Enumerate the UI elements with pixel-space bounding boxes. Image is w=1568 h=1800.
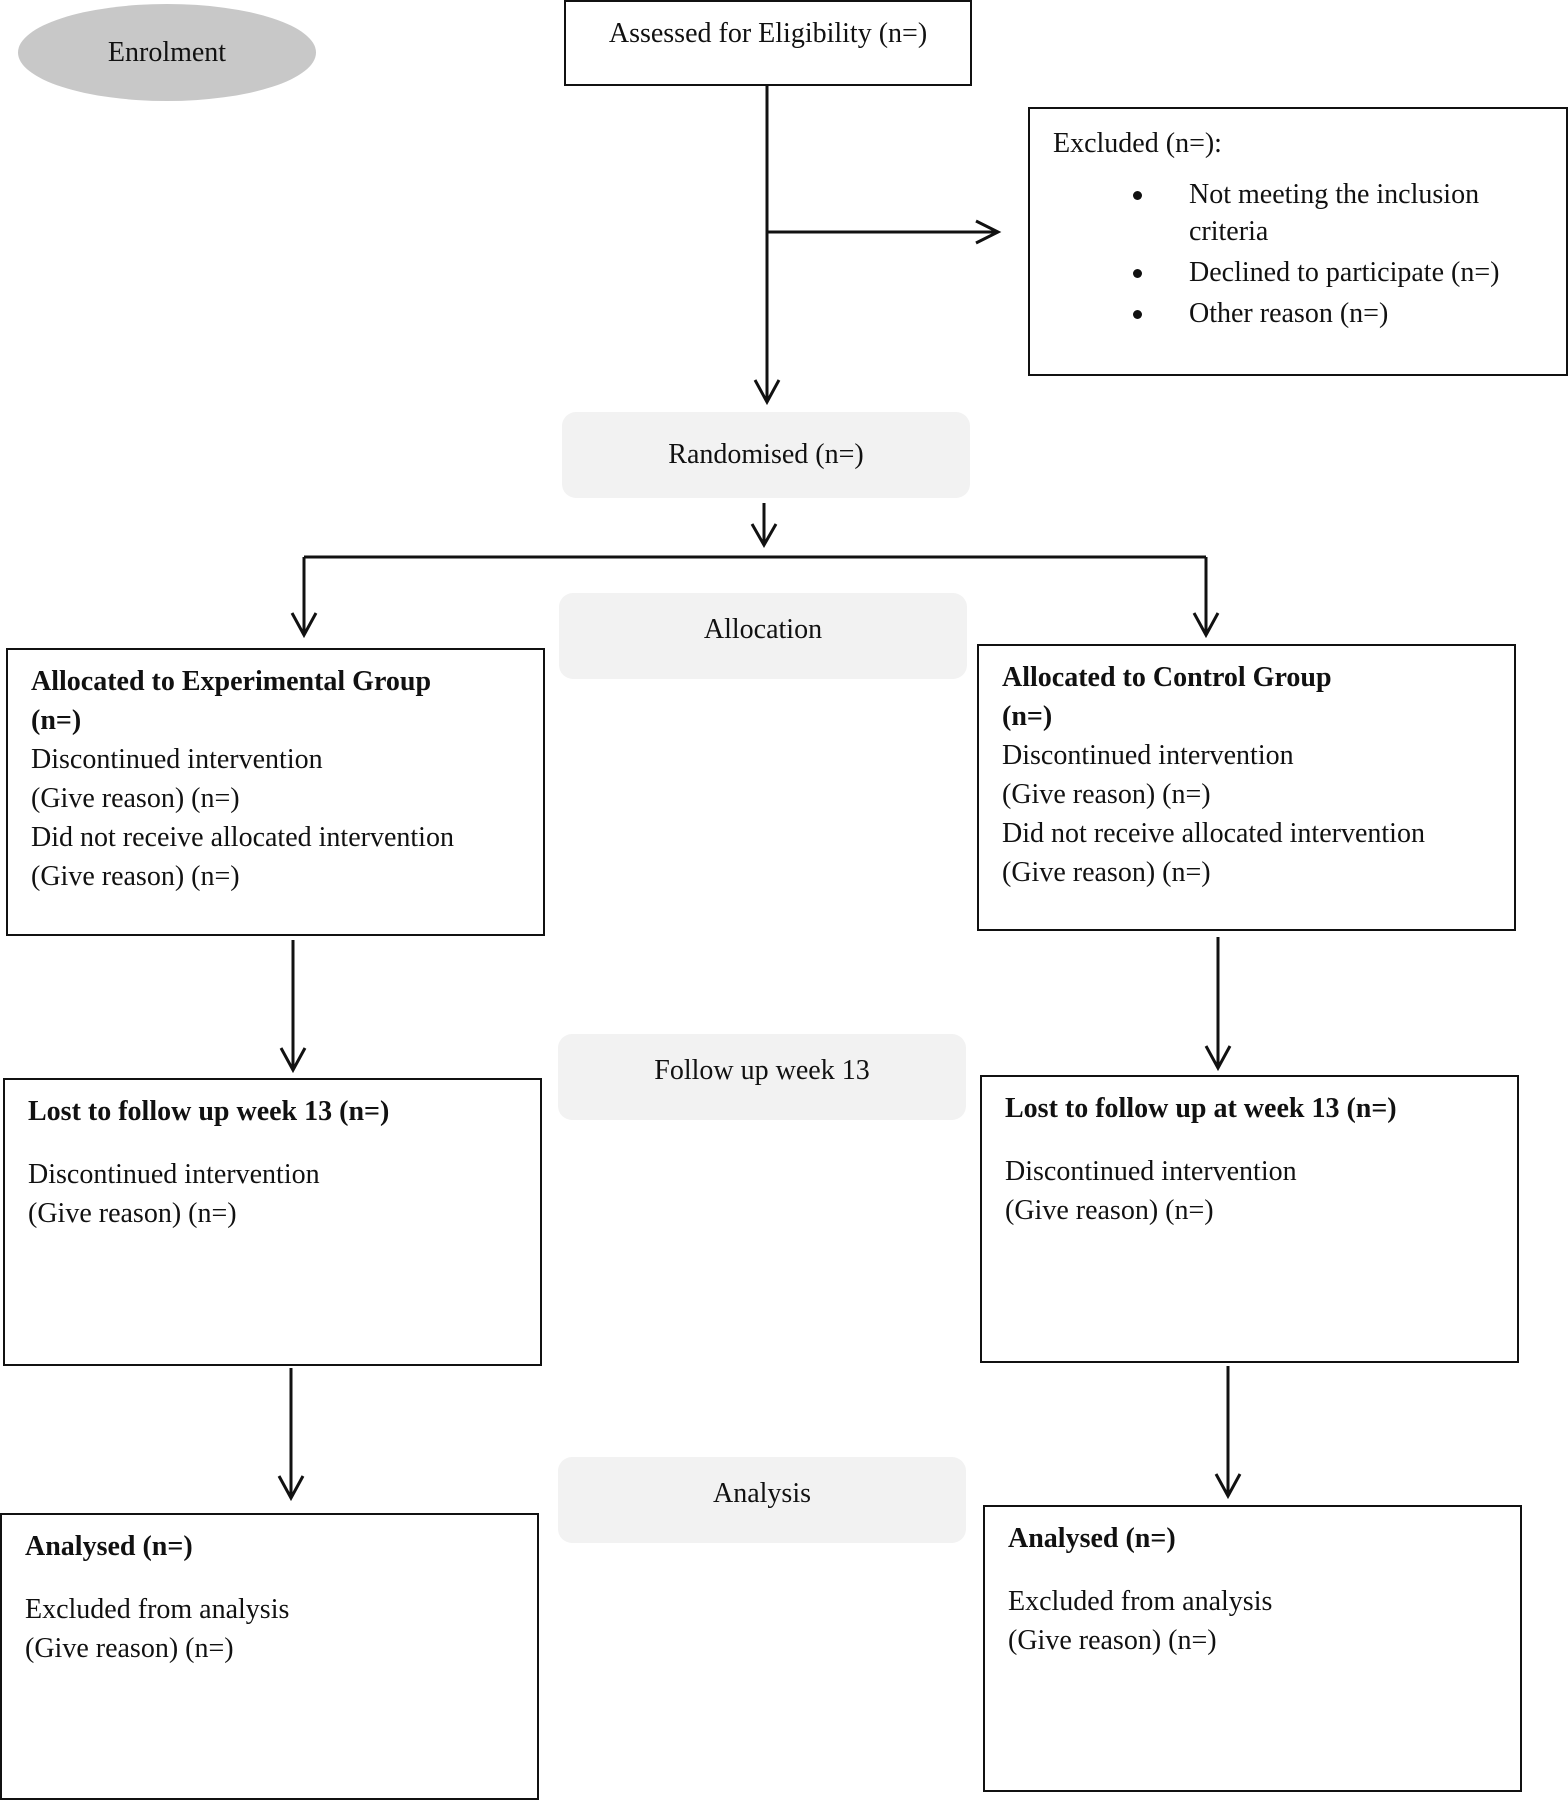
- allocated-experimental-line-3: Did not receive allocated intervention: [31, 822, 454, 853]
- analysed-experimental-box: Analysed (n=) Excluded from analysis (Gi…: [0, 1513, 539, 1800]
- followup-experimental-title: Lost to follow up week 13 (n=): [28, 1096, 390, 1127]
- left-followup-to-analysed-arrowhead: [277, 1475, 305, 1502]
- right-followup-to-analysed-arrowhead: [1214, 1473, 1242, 1500]
- followup-experimental-line-2: (Give reason) (n=): [28, 1198, 237, 1229]
- analysed-control-box: Analysed (n=) Excluded from analysis (Gi…: [983, 1505, 1522, 1792]
- followup-control-line-2: (Give reason) (n=): [1005, 1195, 1214, 1226]
- assessed-to-randomised-arrowhead: [753, 379, 781, 406]
- followup-experimental-line-1: Discontinued intervention: [28, 1159, 320, 1190]
- follow-up-text: Follow up week 13: [654, 1055, 870, 1086]
- bullet-icon: [1133, 191, 1142, 200]
- assessed-for-eligibility-box: Assessed for Eligibility (n=): [564, 0, 972, 86]
- allocation-text: Allocation: [703, 614, 823, 645]
- excluded-reasons-list: Not meeting the inclusion criteria Decli…: [1053, 175, 1566, 333]
- left-allocated-to-followup-arrowhead: [279, 1047, 307, 1074]
- bullet-icon: [1133, 310, 1142, 319]
- followup-control-line-1: Discontinued intervention: [1005, 1156, 1297, 1187]
- allocated-experimental-line-1: Discontinued intervention: [31, 744, 323, 775]
- split-left-arrowhead: [290, 612, 318, 639]
- analysed-control-title: Analysed (n=): [1008, 1523, 1176, 1554]
- allocated-experimental-box: Allocated to Experimental Group (n=) Dis…: [6, 648, 545, 936]
- follow-up-stage-label: Follow up week 13: [558, 1034, 966, 1120]
- allocated-experimental-count: (n=): [31, 705, 82, 736]
- right-allocated-to-followup-arrowhead: [1204, 1045, 1232, 1072]
- randomised-stage-box: Randomised (n=): [562, 412, 970, 498]
- allocated-experimental-line-4: (Give reason) (n=): [31, 861, 240, 892]
- randomised-down-arrowhead: [750, 523, 778, 549]
- allocated-experimental-title: Allocated to Experimental Group: [31, 666, 432, 697]
- enrolment-stage-label: Enrolment: [18, 4, 316, 101]
- allocated-control-line-4: (Give reason) (n=): [1002, 857, 1211, 888]
- randomised-text: Randomised (n=): [668, 439, 864, 470]
- analysed-experimental-line-1: Excluded from analysis: [25, 1594, 290, 1625]
- allocated-control-line-3: Did not receive allocated intervention: [1002, 818, 1425, 849]
- assessed-text: Assessed for Eligibility (n=): [608, 18, 928, 49]
- allocated-experimental-line-2: (Give reason) (n=): [31, 783, 240, 814]
- allocated-control-title: Allocated to Control Group: [1002, 662, 1332, 693]
- excluded-reason-declined: Declined to participate (n=): [1053, 253, 1566, 292]
- excluded-reason-inclusion: Not meeting the inclusion: [1053, 175, 1566, 214]
- analysed-experimental-title: Analysed (n=): [25, 1531, 193, 1562]
- followup-control-title: Lost to follow up at week 13 (n=): [1005, 1093, 1397, 1124]
- excluded-box: Excluded (n=): Not meeting the inclusion…: [1028, 107, 1568, 376]
- excluded-reason-other: Other reason (n=): [1053, 294, 1566, 333]
- analysed-experimental-line-2: (Give reason) (n=): [25, 1633, 234, 1664]
- analysed-control-line-1: Excluded from analysis: [1008, 1586, 1273, 1617]
- analysed-control-line-2: (Give reason) (n=): [1008, 1625, 1217, 1656]
- split-right-arrowhead: [1192, 612, 1220, 639]
- followup-control-box: Lost to follow up at week 13 (n=) Discon…: [980, 1075, 1519, 1363]
- excluded-reason-inclusion-cont: criteria: [1189, 216, 1269, 247]
- enrolment-text: Enrolment: [107, 37, 227, 68]
- allocation-stage-label: Allocation: [559, 593, 967, 679]
- allocated-control-box: Allocated to Control Group (n=) Disconti…: [977, 644, 1516, 931]
- analysis-text: Analysis: [713, 1478, 811, 1509]
- analysis-stage-label: Analysis: [558, 1457, 966, 1543]
- excluded-title: Excluded (n=):: [1053, 128, 1222, 159]
- allocated-control-line-1: Discontinued intervention: [1002, 740, 1294, 771]
- allocated-control-count: (n=): [1002, 701, 1053, 732]
- branch-to-excluded-arrowhead: [975, 219, 1002, 245]
- followup-experimental-box: Lost to follow up week 13 (n=) Discontin…: [3, 1078, 542, 1366]
- bullet-icon: [1133, 269, 1142, 278]
- allocated-control-line-2: (Give reason) (n=): [1002, 779, 1211, 810]
